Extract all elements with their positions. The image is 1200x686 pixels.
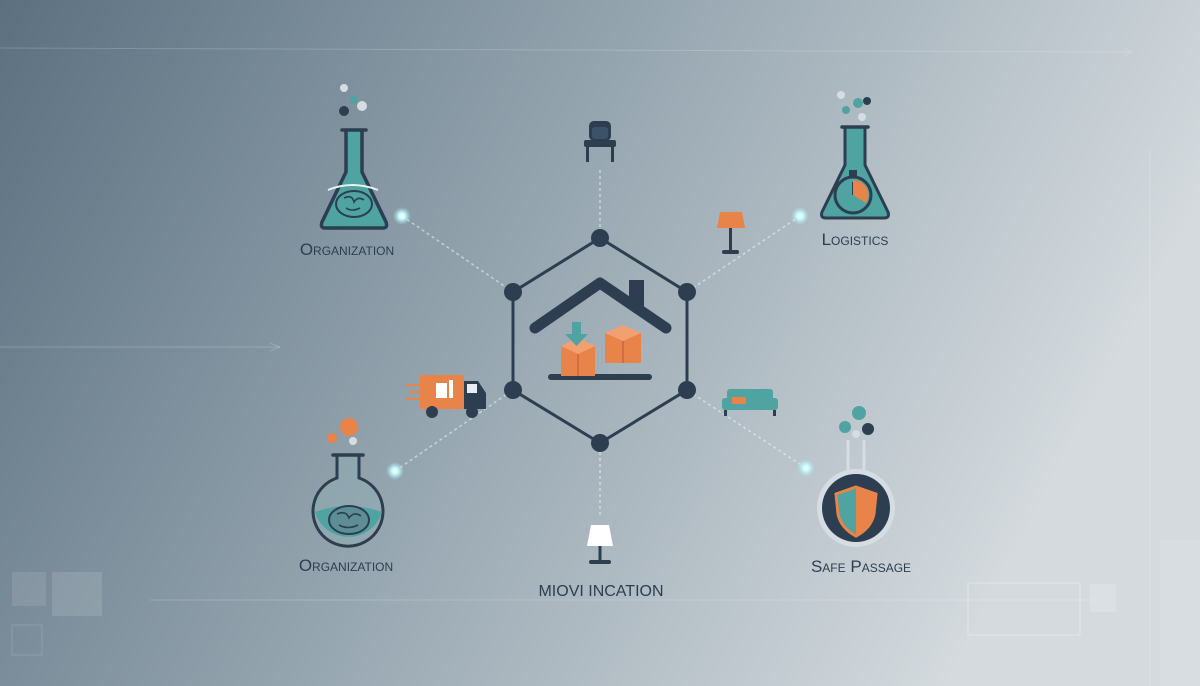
chair-icon xyxy=(584,121,616,162)
lamp-icon xyxy=(587,525,613,564)
decorative-lines xyxy=(0,47,1151,686)
round-flask-brain-icon xyxy=(311,418,385,548)
glow-points xyxy=(386,207,815,480)
truck-icon xyxy=(405,375,486,418)
node-label-bottom-left: Organization xyxy=(299,556,393,575)
flask-brain-icon xyxy=(319,84,389,230)
hub xyxy=(504,229,696,452)
node-label-bottom-center: MIOVI INCATION xyxy=(538,583,663,600)
flask-stopwatch-icon xyxy=(820,91,890,220)
shield-flask-icon xyxy=(817,406,895,547)
node-label-bottom-right: Safe Passage xyxy=(811,557,911,576)
sofa-icon xyxy=(722,389,778,416)
node-label-top-left: Organization xyxy=(300,240,394,259)
house-with-boxes-icon xyxy=(529,277,672,380)
hub-nodes xyxy=(504,229,696,452)
decorative-squares xyxy=(11,540,1200,686)
node-label-top-right: Logistics xyxy=(822,230,889,249)
connectors xyxy=(394,170,807,515)
lamp-icon xyxy=(717,212,745,254)
